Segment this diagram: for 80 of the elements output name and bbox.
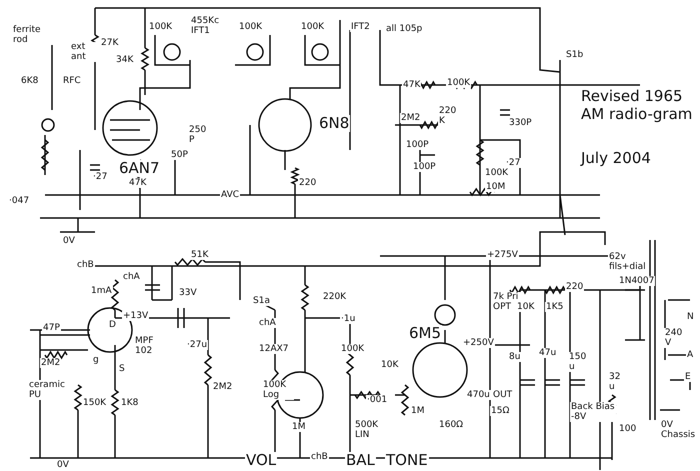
component-label: RFC: [62, 76, 82, 86]
title-text: AM radio-gram: [580, 106, 694, 123]
component-label: 0V: [62, 236, 76, 246]
component-label: 6AN7: [118, 160, 161, 177]
component-label: 2M2: [400, 113, 422, 123]
component-label: 47K: [128, 178, 148, 188]
title-text: July 2004: [580, 150, 652, 167]
component-label: 10K: [516, 302, 536, 312]
component-label: ·1u: [340, 314, 356, 324]
component-label: 150K: [82, 398, 108, 408]
component-label: 1N4007: [618, 276, 656, 286]
component-label: all 105p: [385, 24, 424, 34]
component-label: S: [118, 364, 126, 374]
component-label: E: [684, 372, 692, 382]
component-label: chA: [122, 272, 141, 282]
component-label: 2M2: [40, 358, 62, 368]
component-label: 1K5: [545, 302, 564, 312]
component-label: ext ant: [70, 42, 100, 62]
component-label: 50P: [170, 150, 189, 160]
component-label: 2M2: [212, 382, 234, 392]
component-label: 10M: [485, 182, 506, 192]
component-label: 47u: [538, 348, 558, 358]
component-label: 160Ω: [438, 420, 464, 430]
component-label: ·27u: [186, 340, 208, 350]
component-label: 100K: [484, 168, 510, 178]
component-label: 1M: [291, 422, 306, 432]
component-label: +13V: [122, 311, 150, 321]
component-label: 100K: [340, 344, 366, 354]
component-label: 220K: [322, 292, 348, 302]
component-label: Back Bias -8V: [570, 402, 616, 422]
component-label: chB: [310, 452, 329, 462]
component-label: ferrite rod: [12, 25, 54, 45]
component-label: 1K8: [120, 398, 140, 408]
component-label: 51K: [190, 250, 210, 260]
component-label: 100K: [238, 22, 264, 32]
component-label: 0V: [56, 460, 70, 470]
component-label: 220: [298, 178, 318, 188]
component-label: chA: [258, 318, 277, 328]
component-label: +250V: [462, 338, 495, 348]
component-label: 250 P: [188, 125, 208, 145]
component-label: 6K8: [20, 76, 40, 86]
component-label: ·27: [92, 172, 108, 182]
component-label: 27K: [100, 38, 120, 48]
component-label: ·047: [8, 196, 30, 206]
component-label: IFT2: [350, 22, 371, 32]
component-label: ·001: [366, 395, 388, 405]
component-label: g: [92, 355, 100, 365]
component-label: OUT: [492, 390, 514, 400]
component-label: +275V: [486, 250, 519, 260]
component-label: D: [108, 320, 117, 330]
component-label: chB: [76, 260, 95, 270]
component-label: 100K: [446, 78, 472, 88]
component-label: 100P: [412, 162, 437, 172]
component-label: S1b: [565, 50, 584, 60]
component-label: 34K: [115, 55, 134, 65]
component-label: AVC: [220, 190, 240, 200]
component-label: 47K: [402, 80, 422, 90]
component-label: 100: [618, 424, 638, 434]
component-label: 12AX7: [258, 344, 290, 354]
component-label: 47P: [42, 323, 61, 333]
component-label: 330P: [508, 118, 533, 128]
component-label: 6N8: [318, 115, 350, 132]
component-label: 33V: [178, 288, 198, 298]
component-label: S1a: [252, 296, 271, 306]
component-label: 1M: [410, 406, 426, 416]
component-label: 220: [565, 282, 584, 292]
component-label: 1mA: [90, 286, 113, 296]
component-label: 100K: [148, 22, 174, 32]
component-label: ·27: [505, 158, 522, 168]
component-label: 220 K: [438, 106, 460, 126]
component-label: 100K: [300, 22, 326, 32]
component-label: 15Ω: [490, 406, 510, 416]
component-label: N: [686, 312, 695, 322]
component-label: 470u: [466, 390, 491, 400]
component-label: 100K Log: [262, 380, 294, 400]
component-label: 62v fils+dial: [608, 252, 646, 272]
component-label: A: [686, 350, 694, 360]
component-label: 100P: [405, 140, 430, 150]
component-label: 10K: [380, 360, 400, 370]
component-label: 8u: [508, 352, 522, 362]
